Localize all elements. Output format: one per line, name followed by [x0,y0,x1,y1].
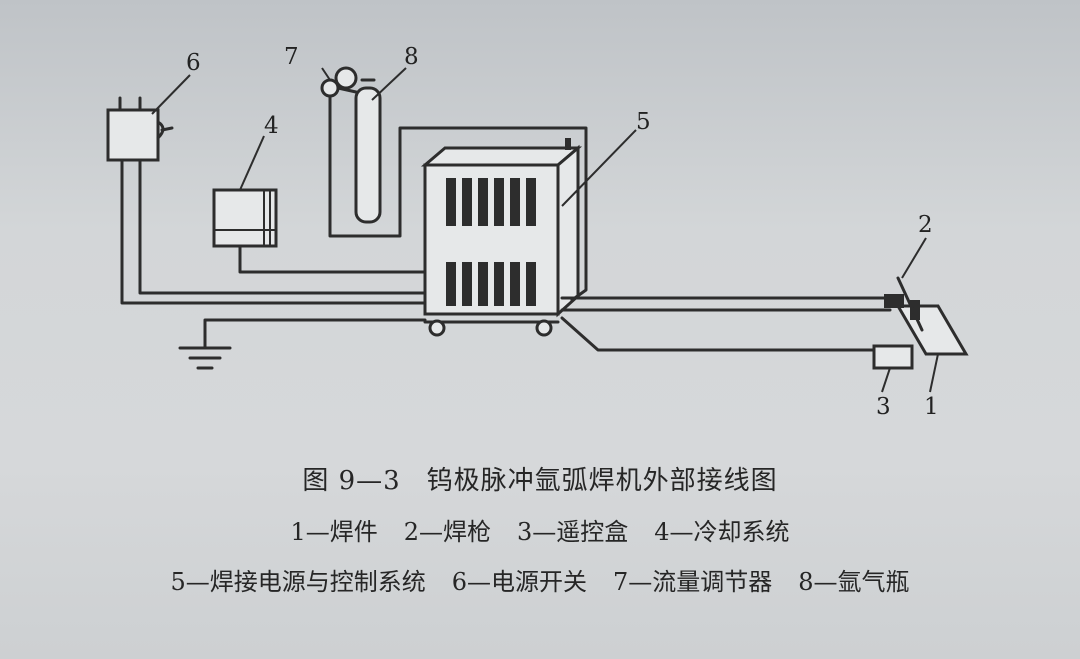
figure-number: 图 9—3 [302,466,401,496]
welding-torch [884,276,924,332]
leader-lines [151,67,939,393]
callout-3: 3 [876,394,891,420]
ground-symbol [178,336,232,370]
figure-caption: 图 9—3 钨极脉冲氩弧焊机外部接线图 [0,460,1080,497]
power-source-cabinet [420,138,583,337]
callout-8: 8 [404,44,419,70]
cabinet-wheel [428,319,446,337]
remote-control-box [872,344,914,370]
callout-4: 4 [264,113,279,139]
wiring-diagram: 6 4 7 8 5 2 3 1 [106,44,969,420]
legend-item-remote-box: 3—遥控盒 [517,518,629,546]
flow-regulator [320,66,358,98]
legend-item-power-switch: 6—电源开关 [451,568,587,596]
callout-5: 5 [636,109,651,135]
cooling-system-box [212,188,278,248]
legend-line: 5—焊接电源与控制系统 6—电源开关 7—流量调节器 8—氩气瓶 [0,562,1080,597]
legend-item-argon-cylinder: 8—氩气瓶 [798,568,910,596]
lower-vent-grille [446,262,536,306]
upper-vent-grille [446,178,536,226]
cables [120,94,892,352]
legend-item-flow-regulator: 7—流量调节器 [613,568,773,596]
legend-item-power-control: 5—焊接电源与控制系统 [170,568,426,596]
legend-item-cooling: 4—冷却系统 [654,518,790,546]
cabinet-wheel [535,319,553,337]
legend-line: 1—焊件 2—焊枪 3—遥控盒 4—冷却系统 [0,512,1080,547]
legend-item-workpiece: 1—焊件 [290,518,378,546]
figure-title: 钨极脉冲氩弧焊机外部接线图 [426,466,778,496]
callout-7: 7 [284,44,299,70]
legend-item-torch: 2—焊枪 [403,518,491,546]
callout-2: 2 [918,212,933,238]
power-switch-box [106,96,174,162]
callout-6: 6 [186,50,201,76]
argon-cylinder [354,78,382,224]
callout-1: 1 [924,394,939,420]
